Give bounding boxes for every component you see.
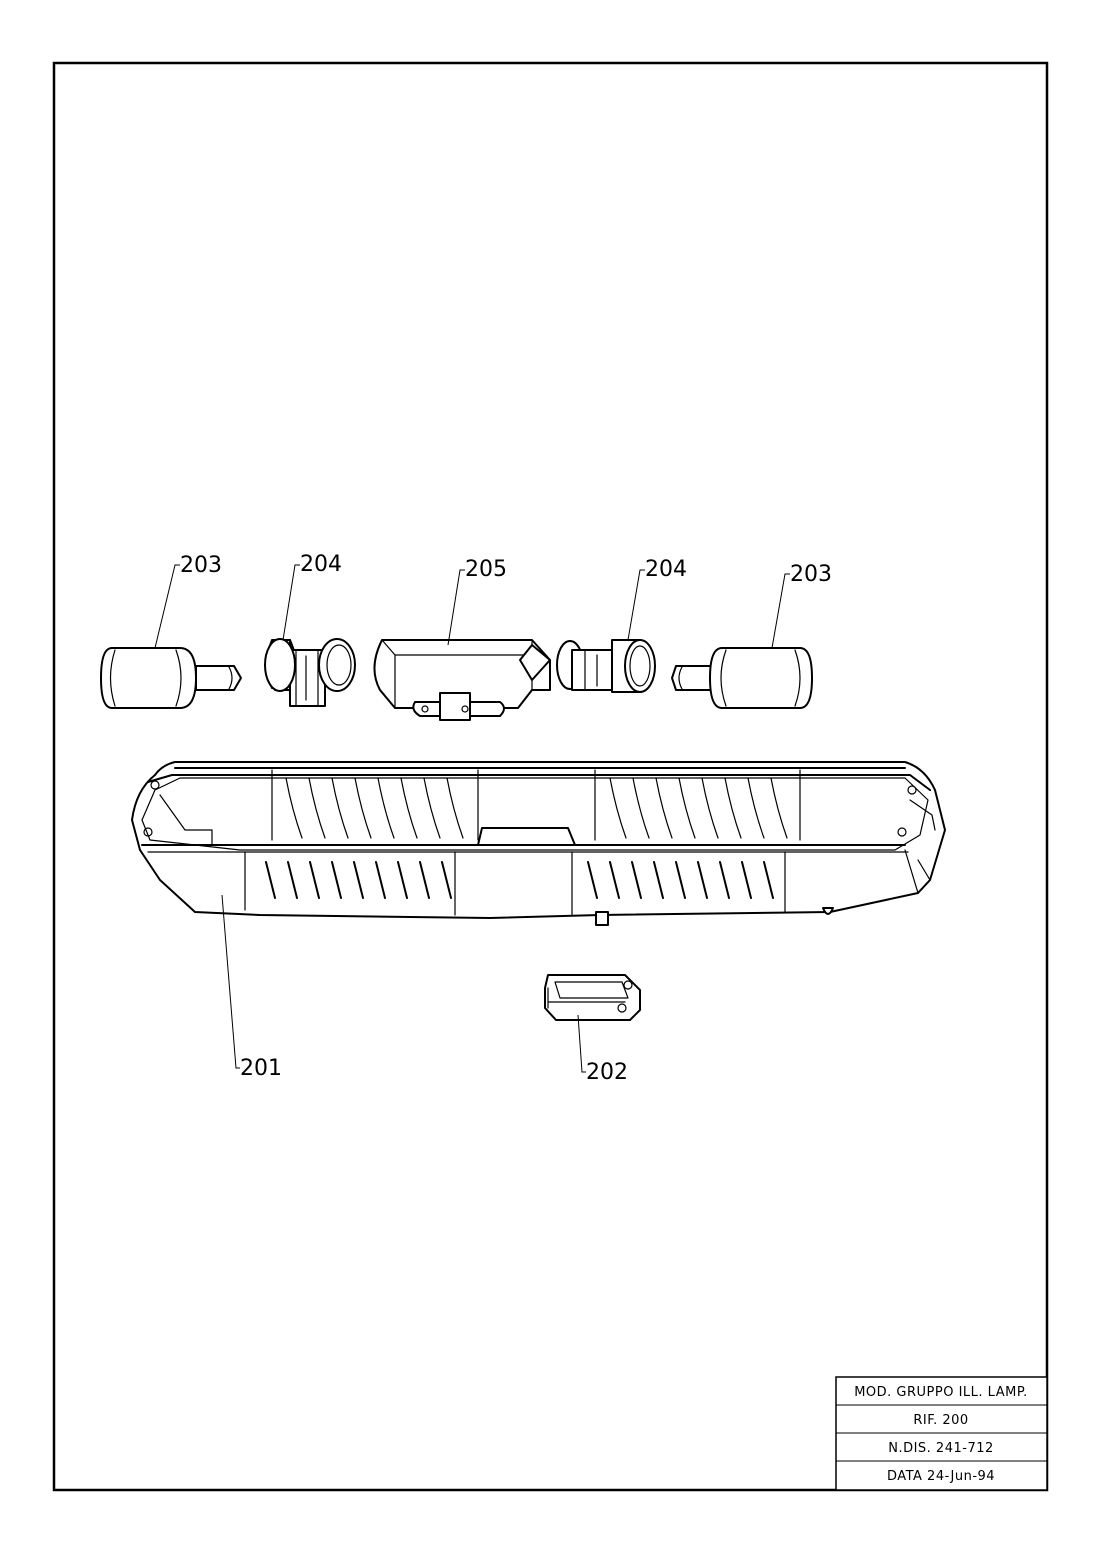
title-block-drawing-number: N.DIS. 241-712	[888, 1441, 994, 1456]
callout-204-right: 204	[645, 557, 687, 582]
callout-205: 205	[465, 557, 507, 582]
title-block-reference: RIF. 200	[913, 1413, 968, 1428]
leader-lines	[154, 564, 790, 1073]
part-205	[373, 639, 551, 721]
callout-203-right: 203	[790, 562, 832, 587]
part-204-right	[556, 639, 656, 693]
title-block-date: DATA 24-Jun-94	[887, 1469, 995, 1484]
part-201-housing	[131, 761, 946, 926]
part-202	[544, 974, 641, 1021]
part-204-left	[264, 638, 356, 707]
part-203-left	[100, 647, 242, 709]
callout-204-left: 204	[300, 552, 342, 577]
title-block-model: MOD. GRUPPO ILL. LAMP.	[854, 1385, 1028, 1400]
callout-203-left: 203	[180, 553, 222, 578]
part-203-right	[671, 647, 813, 709]
callout-201: 201	[240, 1056, 282, 1081]
title-block: MOD. GRUPPO ILL. LAMP. RIF. 200 N.DIS. 2…	[835, 1376, 1048, 1491]
drawing-border	[52, 61, 1049, 1492]
callout-202: 202	[586, 1060, 628, 1085]
